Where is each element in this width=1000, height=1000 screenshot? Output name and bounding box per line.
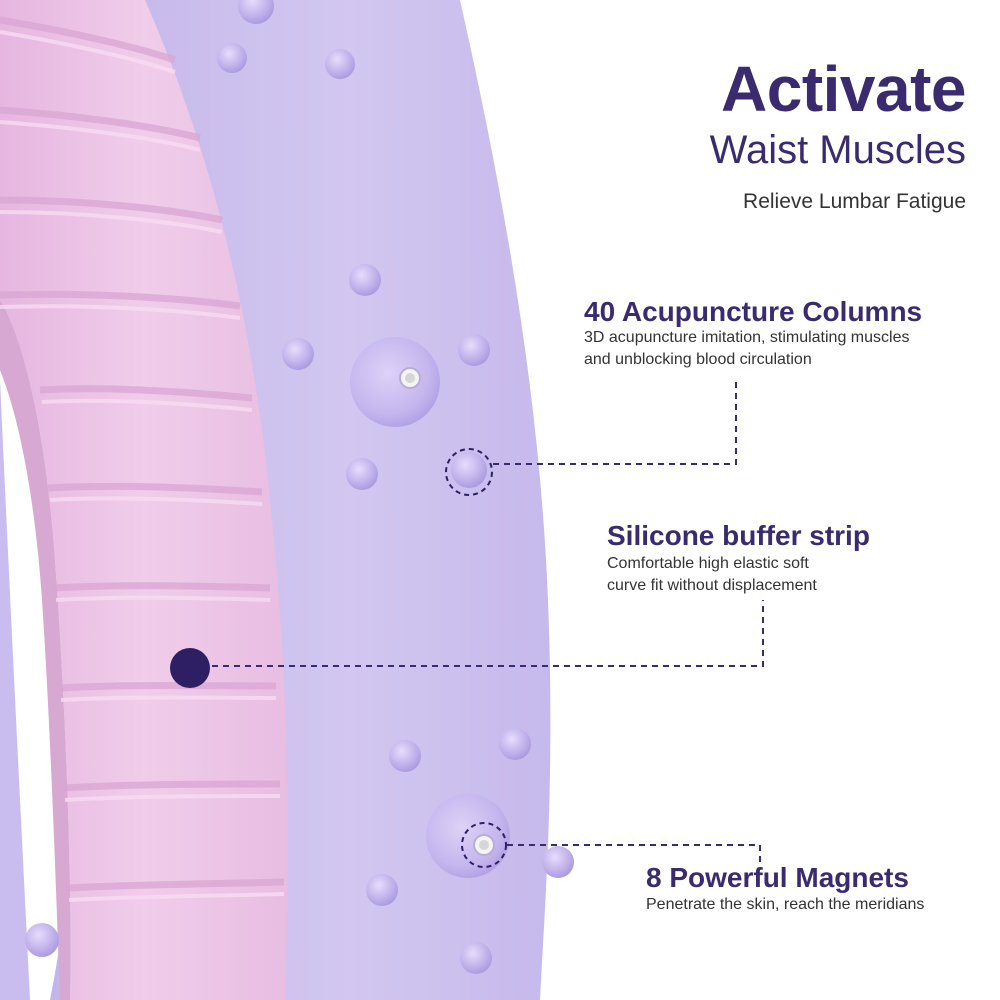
headline-subtitle: Waist Muscles	[709, 128, 966, 172]
feature-magnets-title: 8 Powerful Magnets	[646, 862, 909, 893]
feature-acupuncture-desc-2: and unblocking blood circulation	[584, 351, 812, 368]
magnet-callout-ring	[461, 822, 507, 868]
feature-silicone-title: Silicone buffer strip	[607, 520, 870, 551]
headline-title: Activate	[721, 53, 967, 125]
feature-acupuncture-desc-1: 3D acupuncture imitation, stimulating mu…	[584, 329, 910, 346]
magnet-pad-bottom	[426, 794, 510, 878]
feature-acupuncture-title: 40 Acupuncture Columns	[584, 296, 923, 327]
feature-silicone-desc-1: Comfortable high elastic soft	[607, 555, 809, 572]
strip-ridges	[0, 16, 285, 892]
feature-magnets-desc-1: Penetrate the skin, reach the meridians	[646, 896, 925, 913]
leader-lines	[212, 378, 764, 862]
band-inner-edge	[0, 380, 30, 1000]
acupuncture-callout-ring	[445, 448, 493, 496]
headline-tagline: Relieve Lumbar Fatigue	[743, 190, 966, 213]
strip-callout-dot	[170, 648, 210, 688]
acupuncture-bumps	[25, 0, 574, 974]
strip-ridge-highlights	[0, 30, 285, 902]
strip-groove	[0, 300, 71, 1000]
feature-silicone-desc-2: curve fit without displacement	[607, 577, 817, 594]
magnet-pad-top	[350, 337, 440, 427]
